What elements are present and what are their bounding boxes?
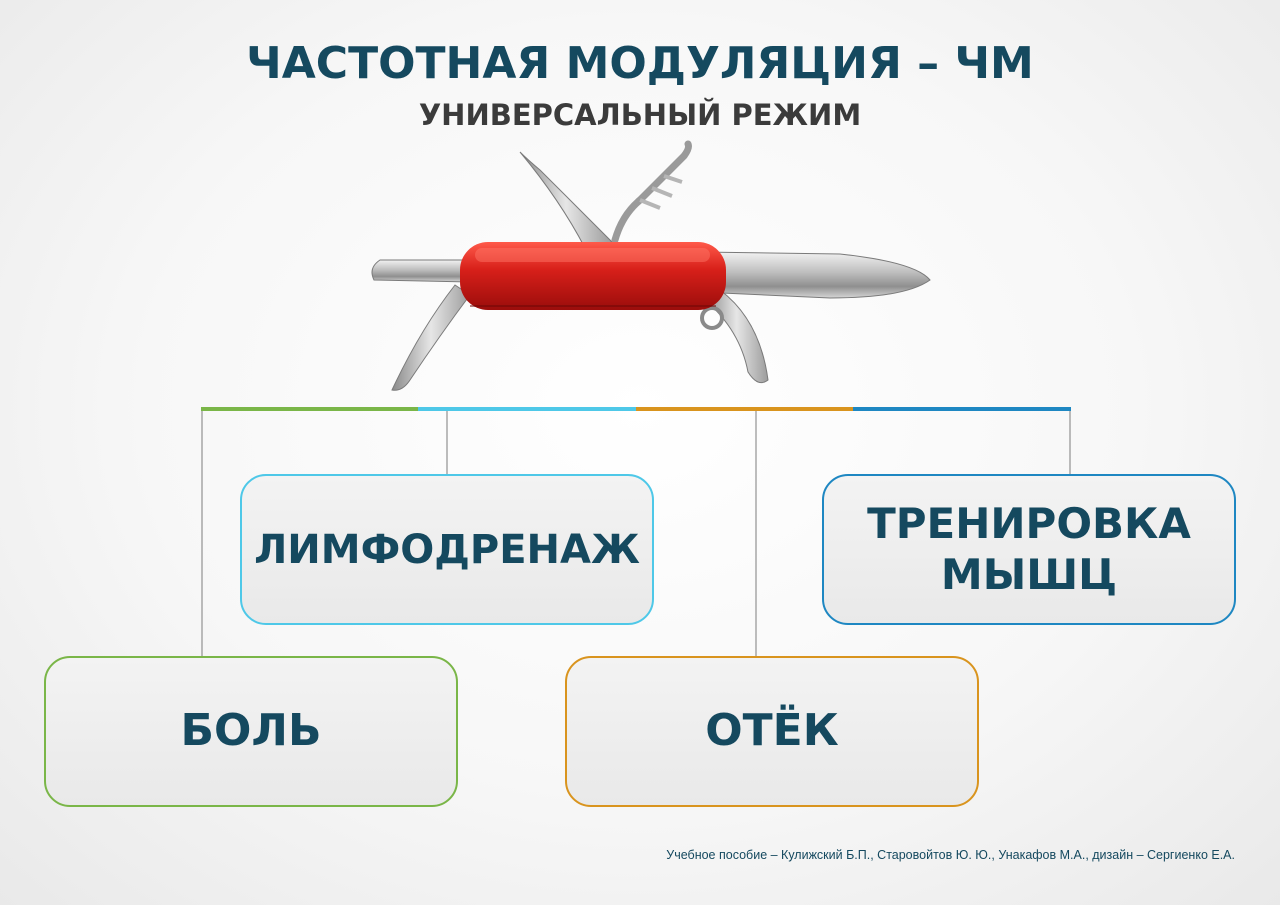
node-pain-label: БОЛЬ [180,705,322,757]
connector-lines [201,411,1071,656]
node-muscle-training-label-line1: ТРЕНИРОВКА [867,499,1191,549]
node-lymphodrainage: ЛИМФОДРЕНАЖ [240,474,654,625]
node-edema: ОТЁК [565,656,979,807]
node-lymphodrainage-label: ЛИМФОДРЕНАЖ [254,526,640,573]
page-subtitle: УНИВЕРСАЛЬНЫЙ РЕЖИМ [418,98,862,132]
swiss-army-knife-icon [371,140,931,391]
branch-bar [201,407,1071,411]
node-pain: БОЛЬ [44,656,458,807]
node-muscle-training-label-line2: МЫШЦ [940,549,1118,599]
node-muscle-training: ТРЕНИРОВКА МЫШЦ [822,474,1236,625]
page-title: ЧАСТОТНАЯ МОДУЛЯЦИЯ – ЧМ [246,38,1034,89]
node-edema-label: ОТЁК [705,705,839,757]
footer-credits: Учебное пособие – Кулижский Б.П., Старов… [666,848,1235,862]
